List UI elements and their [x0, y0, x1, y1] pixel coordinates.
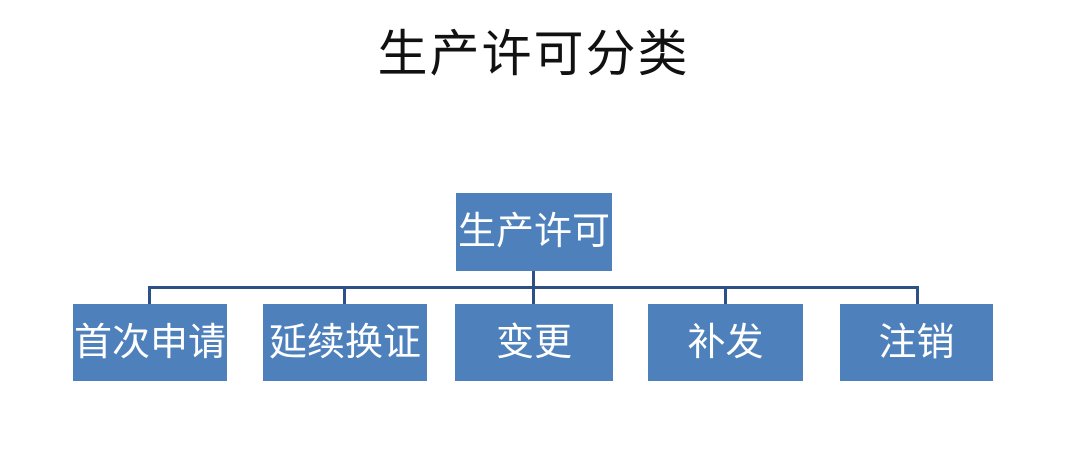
- node-renewal-label: 延续换证: [268, 321, 421, 364]
- node-root: 生产许可: [456, 193, 612, 271]
- diagram-title: 生产许可分类: [377, 26, 690, 82]
- node-first-application: 首次申请: [73, 304, 227, 381]
- node-reissue: 补发: [648, 304, 803, 381]
- connector-group: [148, 270, 919, 305]
- node-renewal: 延续换证: [263, 304, 427, 381]
- node-cancellation: 注销: [840, 304, 993, 381]
- node-cancellation-label: 注销: [878, 321, 955, 364]
- node-root-label: 生产许可: [457, 211, 610, 253]
- node-reissue-label: 补发: [687, 321, 764, 364]
- node-change: 变更: [455, 304, 613, 381]
- node-first-application-label: 首次申请: [73, 321, 226, 364]
- node-change-label: 变更: [495, 321, 572, 364]
